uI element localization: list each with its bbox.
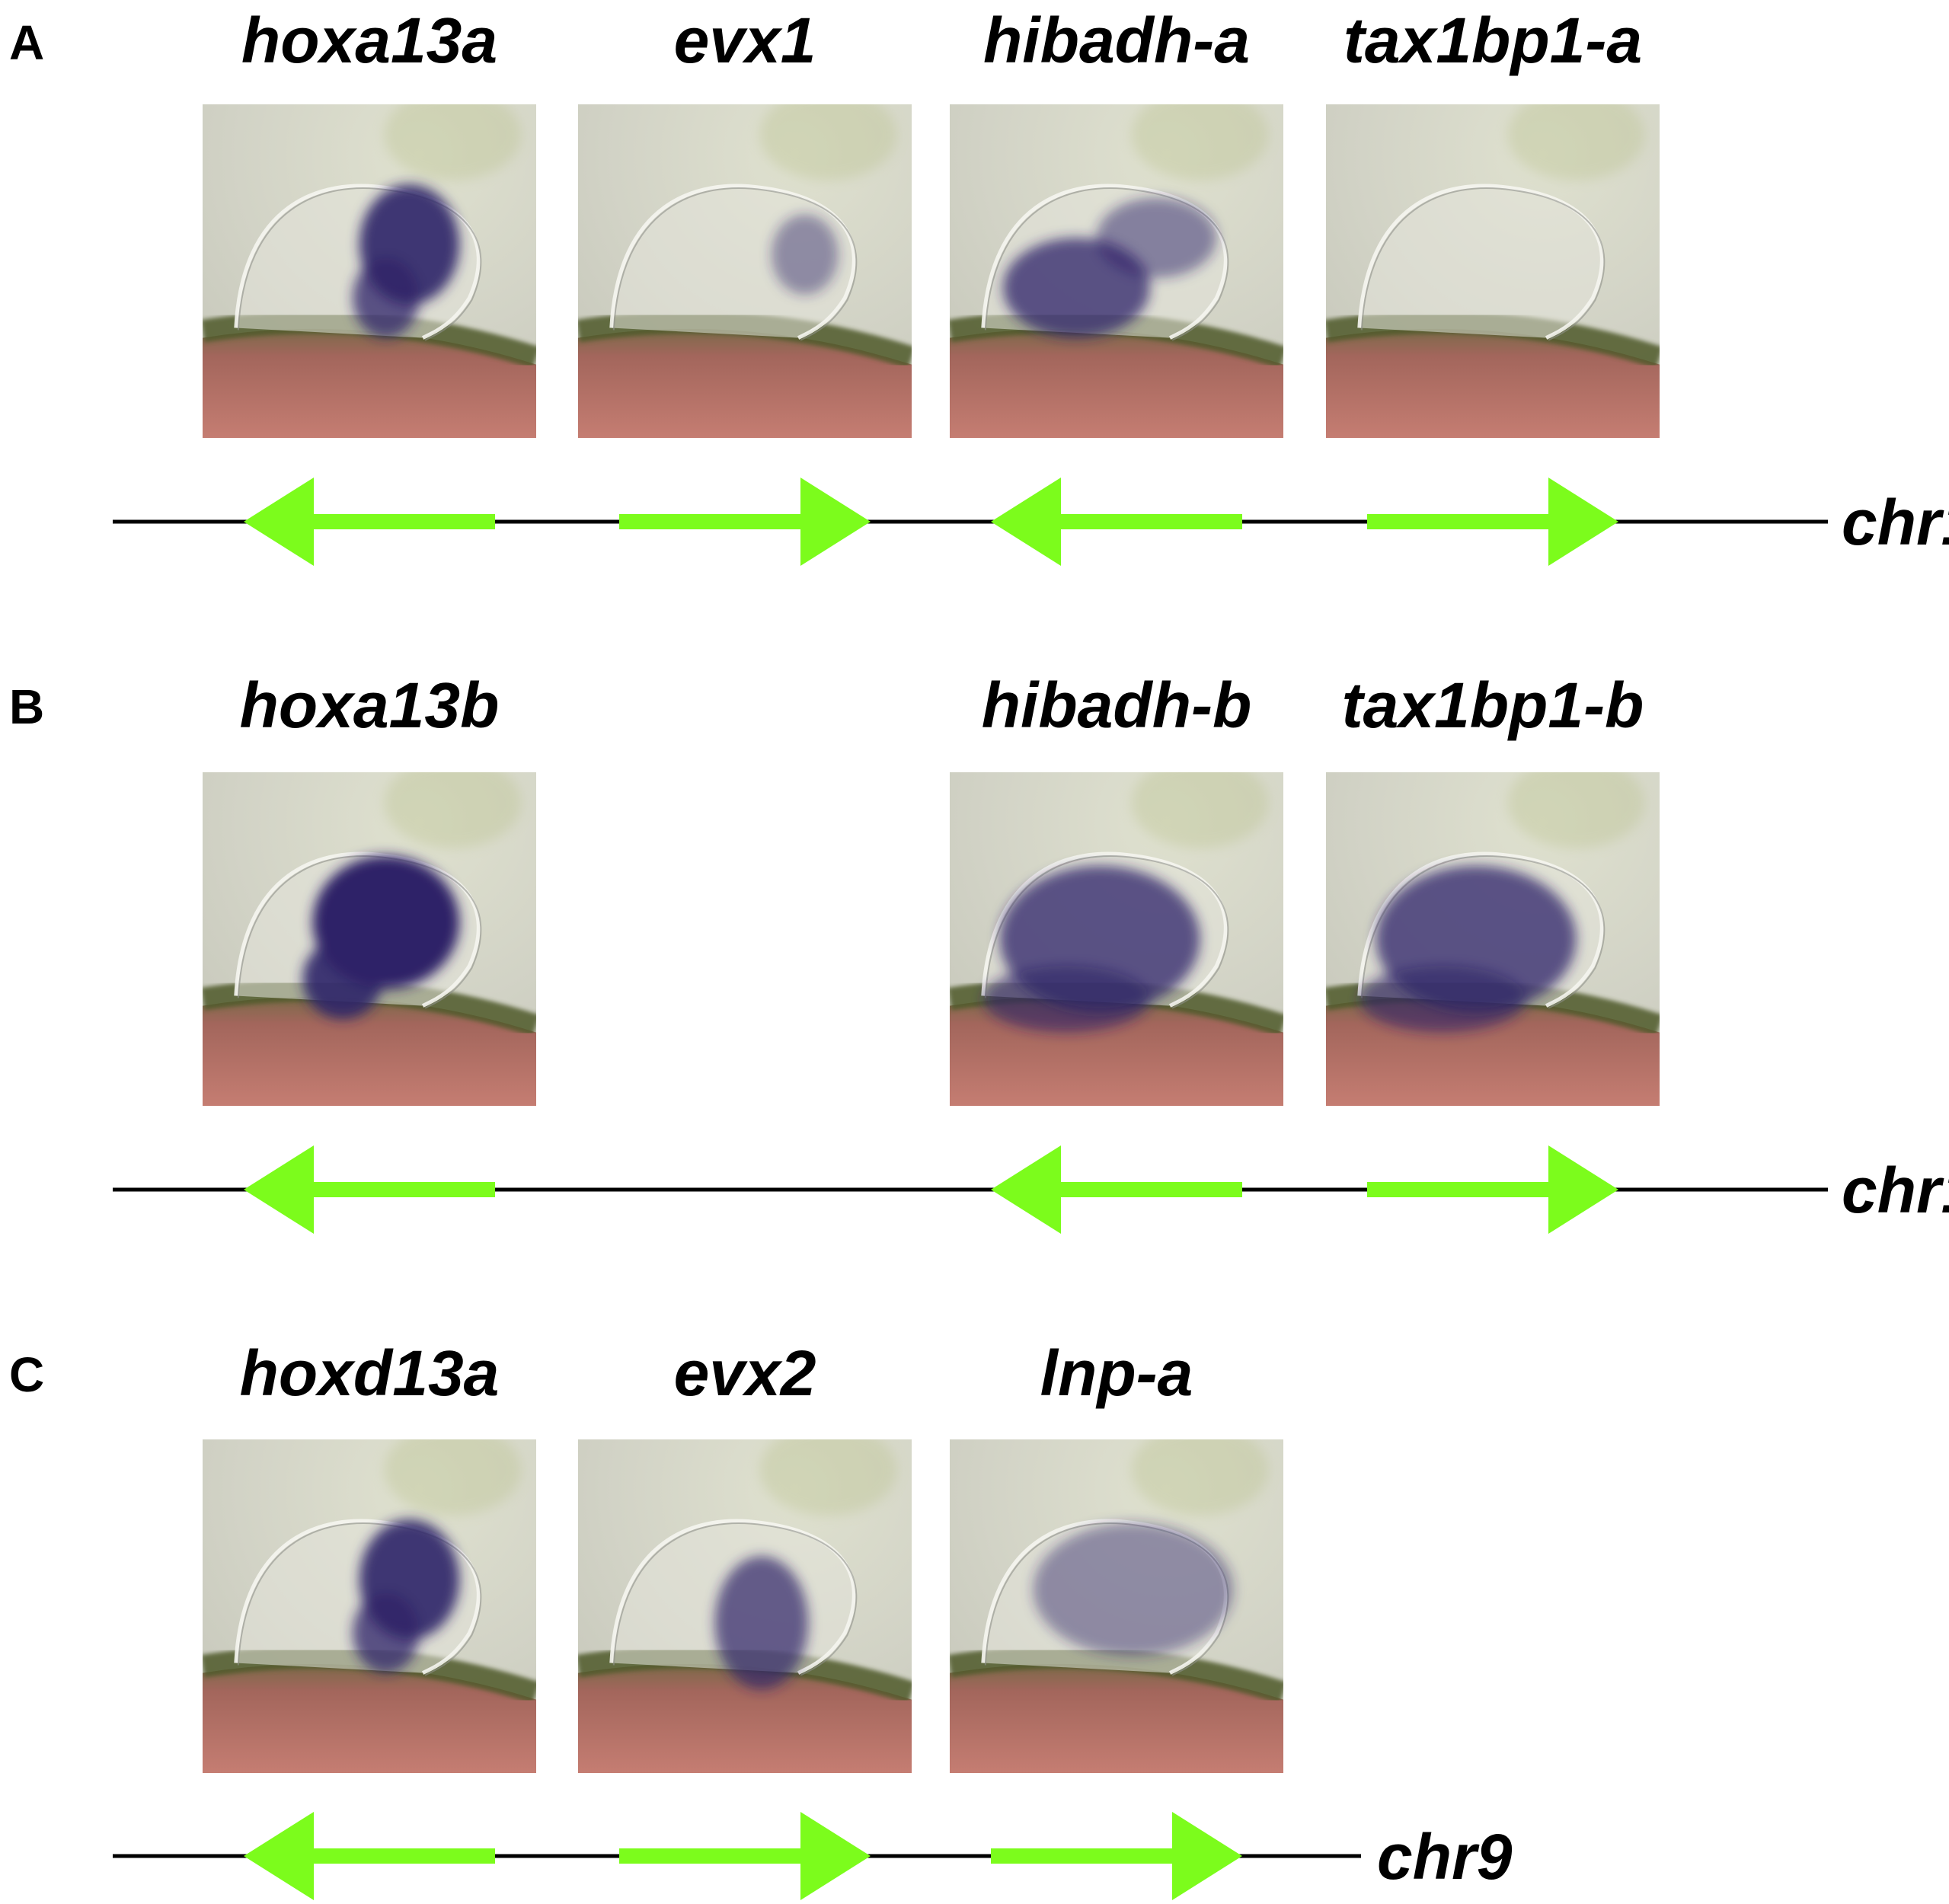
gene-label: evx1	[674, 5, 816, 76]
in-situ-image-lnp-a	[950, 1439, 1283, 1773]
gene-arrow-evx1	[619, 478, 871, 566]
gene-arrow-tax1bp1-a	[1367, 478, 1618, 566]
chromosome-label: chr9	[1377, 1821, 1513, 1893]
panel-letter: B	[9, 679, 44, 734]
gene-hibadh-b: hibadh-b	[950, 669, 1283, 1234]
gene-arrow-evx2	[619, 1812, 871, 1900]
chromosome-label: chr16	[1842, 1155, 1949, 1226]
panel-letter: A	[9, 15, 44, 70]
gene-arrow-hibadh-a	[991, 478, 1242, 566]
gene-label: hibadh-a	[983, 5, 1250, 76]
gene-hoxd13a: hoxd13a	[203, 1337, 536, 1900]
in-situ-image-hibadh-a	[950, 104, 1283, 438]
gene-label: tax1bp1-a	[1344, 5, 1642, 76]
gene-arrow-tax1bp1-b	[1367, 1145, 1618, 1234]
gene-arrow-hoxa13a	[244, 478, 495, 566]
in-situ-image-hoxd13a	[203, 1439, 536, 1773]
in-situ-image-hoxa13a	[203, 104, 536, 438]
gene-arrow-hoxa13b	[244, 1145, 495, 1234]
in-situ-image-evx1	[578, 104, 912, 438]
gene-evx1: evx1	[578, 5, 912, 566]
gene-evx2: evx2	[578, 1337, 912, 1900]
gene-tax1bp1-a: tax1bp1-a	[1326, 5, 1660, 566]
gene-hoxa13a: hoxa13a	[203, 5, 536, 566]
gene-arrow-lnp-a	[991, 1812, 1242, 1900]
gene-label: tax1bp1-b	[1342, 669, 1644, 741]
in-situ-image-hibadh-b	[950, 772, 1283, 1106]
in-situ-image-evx2	[578, 1439, 912, 1773]
gene-hibadh-a: hibadh-a	[950, 5, 1283, 566]
panel-b: Bchr16 hoxa13b hibadh-b tax1bp1-b	[9, 669, 1949, 1234]
gene-hoxa13b: hoxa13b	[203, 669, 536, 1234]
panel-letter: C	[9, 1347, 44, 1402]
in-situ-image-tax1bp1-b	[1326, 772, 1660, 1106]
gene-label: hoxa13b	[240, 669, 500, 741]
gene-label: hoxa13a	[241, 5, 497, 76]
gene-arrow-hibadh-b	[991, 1145, 1242, 1234]
gene-lnp-a: lnp-a	[950, 1337, 1283, 1900]
in-situ-image-hoxa13b	[203, 772, 536, 1106]
panel-a: Achr19 hoxa13a evx1 hibadh-a tax1bp1-a	[9, 5, 1949, 566]
chromosome-label: chr19	[1842, 487, 1949, 558]
in-situ-image-tax1bp1-a	[1326, 104, 1660, 438]
gene-label: hoxd13a	[240, 1337, 500, 1409]
gene-tax1bp1-b: tax1bp1-b	[1326, 669, 1660, 1234]
gene-arrow-hoxd13a	[244, 1812, 495, 1900]
gene-label: evx2	[674, 1337, 816, 1409]
gene-label: lnp-a	[1040, 1337, 1193, 1409]
gene-label: hibadh-b	[982, 669, 1252, 741]
